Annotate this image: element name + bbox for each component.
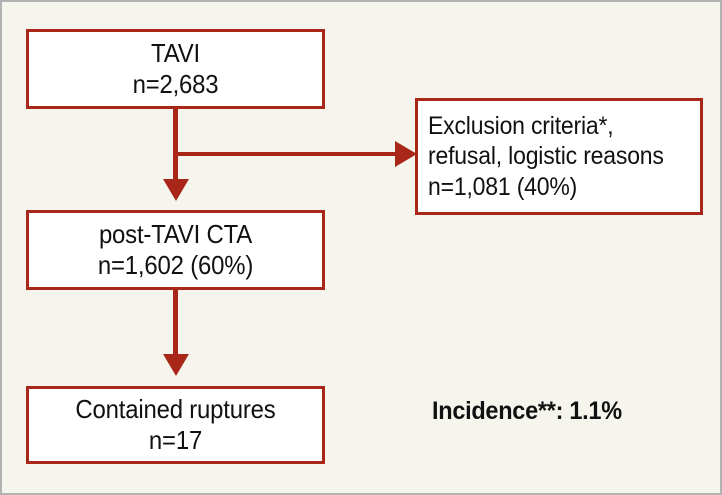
flow-node-exclusion: Exclusion criteria*, refusal, logistic r… <box>415 98 703 215</box>
flow-node-tavi: TAVI n=2,683 <box>26 29 325 109</box>
flow-node-contained-ruptures-line-1: Contained ruptures <box>75 394 276 425</box>
arrow-down-icon-cta-to-ruptures <box>163 354 189 376</box>
connector-tavi-to-exclusion-branch <box>173 152 401 156</box>
flow-node-post-tavi-cta-line-1: post-TAVI CTA <box>98 219 253 250</box>
flow-node-post-tavi-cta: post-TAVI CTA n=1,602 (60%) <box>26 210 325 290</box>
connector-cta-to-ruptures-stem <box>173 290 178 356</box>
flow-node-contained-ruptures: Contained ruptures n=17 <box>26 386 325 464</box>
flow-node-tavi-line-2: n=2,683 <box>132 69 219 99</box>
arrow-down-icon-tavi-to-cta <box>163 179 189 201</box>
connector-tavi-to-cta-stem <box>173 109 178 181</box>
flow-node-tavi-line-1: TAVI <box>151 38 200 69</box>
incidence-annotation: Incidence**: 1.1% <box>432 397 622 425</box>
flow-node-exclusion-line-2: refusal, logistic reasons <box>428 142 664 171</box>
flow-node-contained-ruptures-line-2: n=17 <box>148 425 203 455</box>
flow-node-exclusion-line-3: n=1,081 (40%) <box>428 172 578 201</box>
flow-node-exclusion-line-1: Exclusion criteria*, <box>428 111 614 140</box>
flow-node-post-tavi-cta-line-2: n=1,602 (60%) <box>97 250 254 280</box>
arrow-right-icon-tavi-to-exclusion <box>395 141 417 167</box>
